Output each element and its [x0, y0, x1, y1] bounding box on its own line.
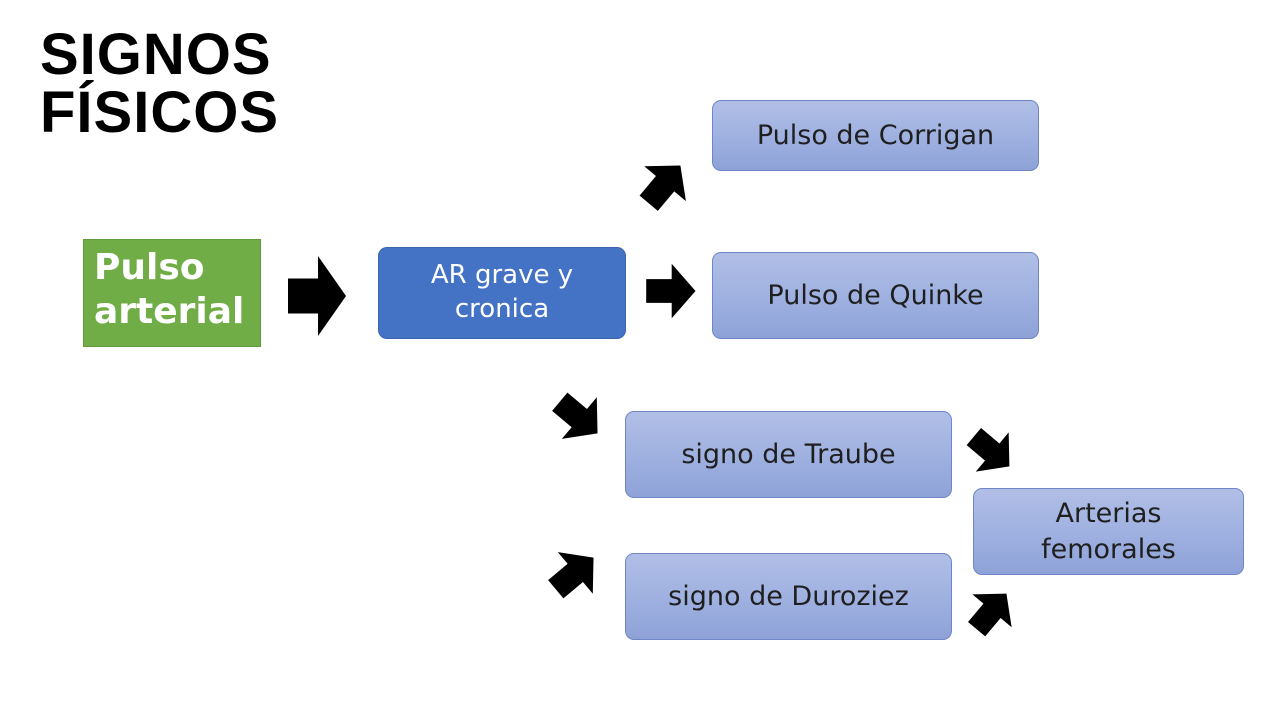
arterias-line-2: femorales	[1041, 533, 1176, 565]
page-title: SIGNOS FÍSICOS	[40, 26, 279, 142]
arrow-icon	[542, 380, 616, 455]
arterias-femorales-box: Arterias femorales	[973, 488, 1244, 575]
signo-duroziez-label: signo de Duroziez	[668, 580, 909, 612]
signo-traube-box: signo de Traube	[625, 411, 952, 498]
arterias-line-1: Arterias	[1055, 498, 1162, 530]
pulso-corrigan-label: Pulso de Corrigan	[756, 119, 995, 151]
pulso-arterial-line-2: arterial	[94, 291, 245, 332]
arrow-icon	[538, 536, 612, 611]
arrow-icon	[956, 577, 1027, 646]
arrow-icon	[627, 147, 702, 221]
arrow-icon	[646, 263, 696, 319]
pulso-arterial-box: Pulso arterial	[83, 239, 261, 347]
arrow-icon	[288, 256, 346, 336]
title-line-1: SIGNOS	[40, 22, 272, 87]
ar-grave-cronica-box: AR grave y cronica	[378, 247, 626, 339]
title-line-2: FÍSICOS	[40, 80, 280, 145]
signo-duroziez-box: signo de Duroziez	[625, 553, 952, 640]
ar-line-2: cronica	[454, 294, 550, 324]
pulso-quinke-box: Pulso de Quinke	[712, 252, 1039, 339]
pulso-quinke-label: Pulso de Quinke	[767, 279, 984, 311]
ar-line-1: AR grave y	[430, 260, 574, 291]
signo-traube-label: signo de Traube	[681, 438, 896, 470]
pulso-arterial-line-1: Pulso	[94, 247, 205, 288]
pulso-corrigan-box: Pulso de Corrigan	[712, 100, 1039, 171]
arrow-icon	[957, 416, 1026, 487]
